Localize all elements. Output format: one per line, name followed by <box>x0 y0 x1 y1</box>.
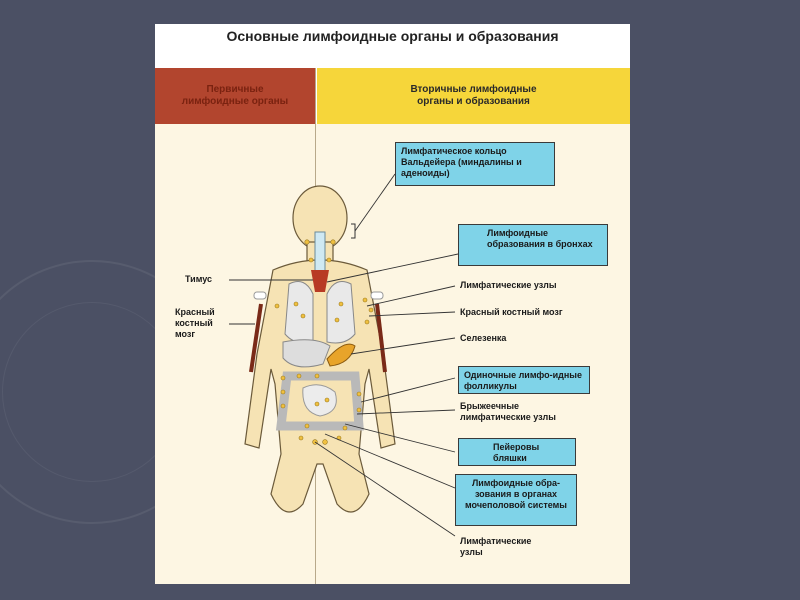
leader-lines <box>229 173 459 537</box>
label-spleen: Селезенка <box>460 333 507 343</box>
left-lung <box>284 281 314 344</box>
right-lung <box>326 281 356 344</box>
label-red-marrow-right: Красный костный мозг <box>460 307 563 317</box>
box-waldeyer-ring: Лимфатическое кольцо Вальдейера (миндали… <box>395 142 555 186</box>
box-urogenital: Лимфоидные обра-зования в органах мочепо… <box>455 474 577 526</box>
small-intestine <box>302 384 337 417</box>
figure-title: Основные лимфоидные органы и образования <box>226 28 559 44</box>
box-bronchi: Лимфоидные образования в бронхах <box>458 224 608 266</box>
label-mesenteric: Брыжеечные лимфатические узлы <box>460 401 556 422</box>
label-lymph-nodes-top: Лимфатические узлы <box>460 280 557 290</box>
secondary-organs-header-text: Вторичные лимфоидные органы и образовани… <box>410 84 537 107</box>
primary-organs-header-text: Первичные лимфоидные органы <box>181 84 289 107</box>
label-lymph-nodes-bottom: Лимфатические узлы <box>460 536 532 557</box>
thymus <box>311 270 329 292</box>
secondary-organs-header: Вторичные лимфоидные органы и образовани… <box>317 68 630 124</box>
box-peyer: Пейеровы бляшки <box>458 438 576 466</box>
lymphoid-organs-figure: Основные лимфоидные органы и образования… <box>155 24 630 584</box>
box-follicles: Одиночные лимфо-идные фолликулы <box>458 366 590 394</box>
bone-outline <box>253 291 384 300</box>
waldeyer-bracket <box>351 223 356 239</box>
liver <box>282 339 331 368</box>
label-thymus: Тимус <box>185 274 213 284</box>
spleen <box>326 343 356 367</box>
label-red-marrow-left: Красный костный мозг <box>175 307 215 339</box>
large-intestine <box>275 371 364 431</box>
primary-organs-header: Первичные лимфоидные органы <box>155 68 315 124</box>
human-body-diagram <box>229 173 459 537</box>
